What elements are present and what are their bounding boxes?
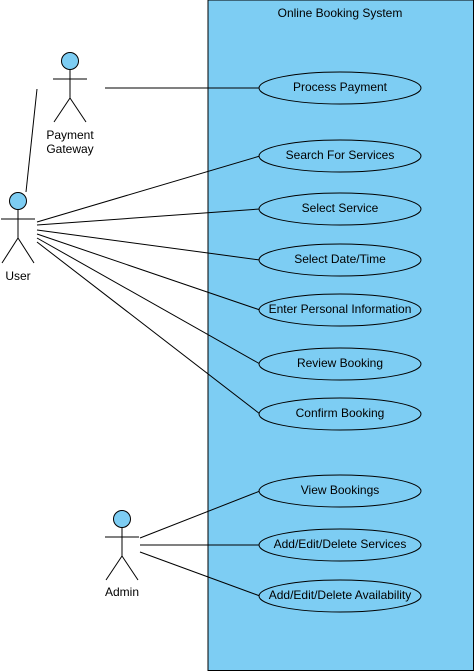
actor-user[interactable]: User: [1, 192, 35, 284]
use-case-view-bookings[interactable]: View Bookings: [258, 474, 422, 508]
association-line: [25, 88, 38, 193]
use-case-ellipse: [258, 243, 422, 277]
use-case-ellipse: [258, 293, 422, 327]
actor-payment-gateway[interactable]: Payment Gateway: [46, 52, 94, 157]
actor-label: Admin: [105, 585, 139, 599]
stick-figure-icon: [53, 52, 87, 123]
use-case-enter-personal-information[interactable]: Enter Personal Information: [258, 293, 422, 327]
use-case-label: Enter Personal Information: [269, 302, 412, 316]
stick-figure-icon: [1, 192, 35, 264]
use-case-label: Select Date/Time: [294, 252, 386, 266]
use-case-add-edit-delete-availability[interactable]: Add/Edit/Delete Availability: [258, 579, 422, 613]
use-case-ellipse: [258, 71, 422, 105]
use-case-label: Process Payment: [293, 80, 388, 94]
use-case-select-service[interactable]: Select Service: [258, 192, 422, 226]
actor-label: Gateway: [46, 142, 93, 156]
use-case-review-booking[interactable]: Review Booking: [258, 347, 422, 381]
association-line: [36, 229, 261, 261]
actor-label: User: [5, 269, 30, 283]
association-line: [36, 241, 261, 415]
use-case-label: Add/Edit/Delete Services: [274, 537, 407, 551]
use-case-ellipse: [258, 579, 422, 613]
use-case-add-edit-delete-services[interactable]: Add/Edit/Delete Services: [258, 528, 422, 562]
use-case-search-for-services[interactable]: Search For Services: [258, 139, 422, 173]
use-case-ellipse: [258, 528, 422, 562]
use-case-ellipse: [258, 347, 422, 381]
use-case-select-date-time[interactable]: Select Date/Time: [258, 243, 422, 277]
use-case-label: View Bookings: [301, 483, 380, 497]
system-title: Online Booking System: [278, 6, 403, 20]
use-case-confirm-booking[interactable]: Confirm Booking: [258, 397, 422, 431]
actor-admin[interactable]: Admin: [105, 510, 139, 600]
association-line: [36, 233, 261, 311]
association-line: [36, 237, 261, 365]
association-line: [139, 490, 261, 539]
actors: Payment Gateway User Admin: [1, 52, 139, 600]
stick-figure-icon: [105, 510, 139, 581]
use-case-label: Review Booking: [297, 356, 383, 370]
use-case-process-payment[interactable]: Process Payment: [258, 71, 422, 105]
association-lines: [25, 87, 261, 597]
use-case-label: Search For Services: [286, 148, 395, 162]
use-case-label: Confirm Booking: [296, 406, 385, 420]
use-cases: Process Payment Search For Services Sele…: [258, 71, 422, 613]
use-case-ellipse: [258, 397, 422, 431]
use-case-ellipse: [258, 474, 422, 508]
use-case-ellipse: [258, 192, 422, 226]
association-line: [139, 551, 261, 597]
actor-label: Payment: [46, 128, 94, 142]
association-line: [36, 155, 261, 223]
use-case-ellipse: [258, 139, 422, 173]
use-case-label: Add/Edit/Delete Availability: [269, 588, 412, 602]
association-line: [36, 208, 261, 226]
use-case-label: Select Service: [302, 201, 379, 215]
